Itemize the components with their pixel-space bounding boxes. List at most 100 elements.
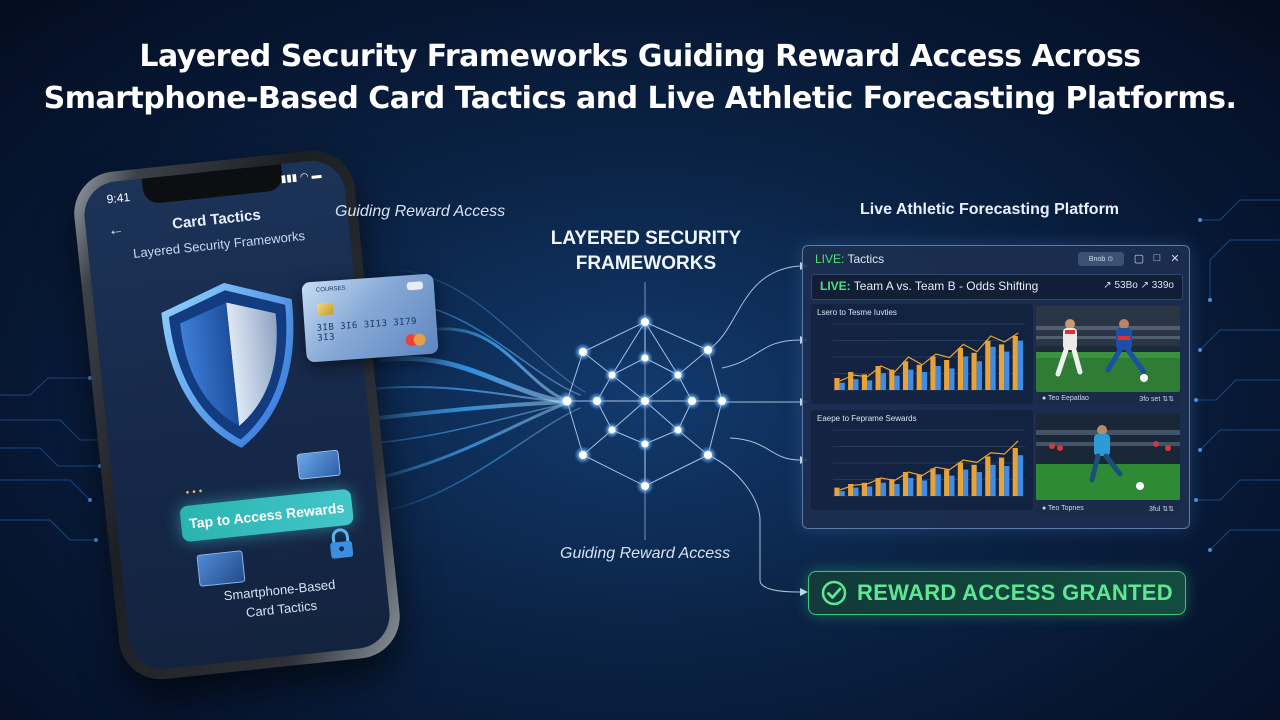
headline: Layered Security Frameworks Guiding Rewa… <box>0 36 1280 120</box>
chart-panel-1: Lsero to Tesme Iuvties <box>811 304 1033 404</box>
lock-icon <box>326 527 355 562</box>
chart-bar <box>908 369 914 390</box>
chart-bar <box>998 344 1005 390</box>
chart-bar <box>935 474 941 496</box>
photo1-caption-left: ● Teo Eepatlao <box>1042 395 1089 402</box>
chart-bar <box>880 482 886 496</box>
reward-access-granted-badge: REWARD ACCESS GRANTED <box>808 571 1186 615</box>
chart-bar <box>963 469 969 496</box>
check-circle-icon <box>821 580 847 606</box>
mini-card-icon <box>296 449 341 480</box>
chart-bar <box>853 487 859 496</box>
page-dots: ••• <box>185 485 206 499</box>
card-icon <box>196 550 246 587</box>
chart-bar <box>1017 340 1024 390</box>
chart-bar <box>1004 351 1010 390</box>
window-title: LIVE: Tactics <box>815 252 884 266</box>
chart-bar <box>839 491 845 496</box>
match-text: LIVE: Team A vs. Team B - Odds Shifting <box>820 279 1038 293</box>
match-live-tag: LIVE: <box>820 279 851 293</box>
photo1-caption: ● Teo Eepatlao 3fo set ⇅⇅ <box>1036 392 1180 406</box>
credit-card: COURSES 3IB 3I6 3I13 3I79 3I3 <box>301 273 439 363</box>
photo2-caption: ● Teo Topnes 3ful ⇅⇅ <box>1036 502 1180 516</box>
chart1-title: Lsero to Tesme Iuvties <box>817 308 897 317</box>
headline-line1: Layered Security Frameworks Guiding Rewa… <box>139 39 1141 74</box>
chart-bar <box>930 356 936 390</box>
match-photo-1 <box>1036 306 1180 392</box>
hub-title-line1: LAYERED SECURITY <box>550 228 742 249</box>
chart-bar <box>949 368 955 390</box>
photo2-caption-left: ● Teo Topnes <box>1042 505 1084 512</box>
chart-bar <box>944 360 950 390</box>
chart-bar <box>861 482 868 496</box>
chart2-title: Eaepe to Feprame Sewards <box>817 414 917 423</box>
restore-icon[interactable]: ▢ <box>1133 253 1145 265</box>
odds-readout: ↗ 53Bo ↗ 339o <box>1103 280 1174 291</box>
chart-bar <box>990 464 996 496</box>
forecasting-dashboard: LIVE: Tactics Bnob ⊙ ▢ □ ✕ LIVE: Team A … <box>802 245 1190 529</box>
chart-bar <box>935 366 941 390</box>
photo2-caption-right: 3ful ⇅⇅ <box>1149 506 1174 513</box>
chart-bar <box>1017 455 1024 496</box>
chart-bar <box>998 457 1005 496</box>
chart-bar <box>867 486 873 496</box>
status-time: 9:41 <box>106 190 131 207</box>
chart-bar <box>1004 466 1010 496</box>
chart-bar <box>894 375 900 390</box>
match-title: Team A vs. Team B - Odds Shifting <box>850 279 1039 293</box>
chart-bar <box>908 478 914 496</box>
chart-bar <box>971 352 977 390</box>
chart-2 <box>833 429 1025 497</box>
chart-bar <box>875 366 881 390</box>
chart-bar <box>916 474 922 496</box>
flow-label-top: Guiding Reward Access <box>335 203 506 220</box>
chart-bar <box>853 379 859 390</box>
chart-bar <box>834 378 840 390</box>
headline-line2: Smartphone-Based Card Tactics and Live A… <box>43 81 1237 116</box>
chart-bar <box>889 369 895 390</box>
chart-bar <box>921 372 928 390</box>
smartphone: 9:41 ▮▮▮ ◠ ▬ ← Card Tactics Layered Secu… <box>70 146 404 684</box>
chart-bar <box>957 348 964 390</box>
maximize-icon[interactable]: □ <box>1153 252 1161 264</box>
chart-1 <box>833 323 1025 391</box>
match-header: LIVE: Team A vs. Team B - Odds Shifting … <box>811 274 1183 300</box>
contactless-icon <box>405 280 425 292</box>
chart-bar <box>985 456 991 496</box>
card-chip-icon <box>316 302 334 316</box>
match-photo-2 <box>1036 414 1180 500</box>
close-icon[interactable]: ✕ <box>1170 253 1180 265</box>
window-live-tag: LIVE: <box>815 252 845 266</box>
chart-bar <box>902 361 909 390</box>
chart-bar <box>985 340 991 390</box>
chart-bar <box>963 356 969 390</box>
window-title-text: Tactics <box>844 252 885 266</box>
chart-bar <box>976 361 982 390</box>
window-pill[interactable]: Bnob ⊙ <box>1078 252 1124 266</box>
chart-panel-2: Eaepe to Feprame Sewards <box>811 410 1033 510</box>
chart-bar <box>944 469 950 496</box>
chart-bar <box>848 484 854 496</box>
chart-bar <box>957 462 964 496</box>
chart-bar <box>848 372 854 390</box>
shield-icon <box>152 273 314 457</box>
chart-bar <box>894 484 900 496</box>
chart-bar <box>971 464 977 496</box>
hub-title: LAYERED SECURITY FRAMEWORKS <box>520 226 772 276</box>
trend-line <box>839 440 1019 491</box>
trend-line <box>839 332 1019 382</box>
chart-bar <box>976 472 982 496</box>
chart-bar <box>834 487 840 496</box>
chart-bar <box>916 364 922 390</box>
flow-label-bottom: Guiding Reward Access <box>560 545 731 562</box>
card-bank-name: COURSES <box>315 285 346 294</box>
chart-bar <box>902 472 909 496</box>
chart-bar <box>930 468 936 496</box>
granted-label: REWARD ACCESS GRANTED <box>857 580 1173 605</box>
chart-bar <box>1012 336 1018 390</box>
photo1-caption-right: 3fo set ⇅⇅ <box>1139 396 1174 403</box>
chart-bar <box>990 346 996 390</box>
chart-bar <box>880 373 886 390</box>
chart-bar <box>839 382 845 390</box>
